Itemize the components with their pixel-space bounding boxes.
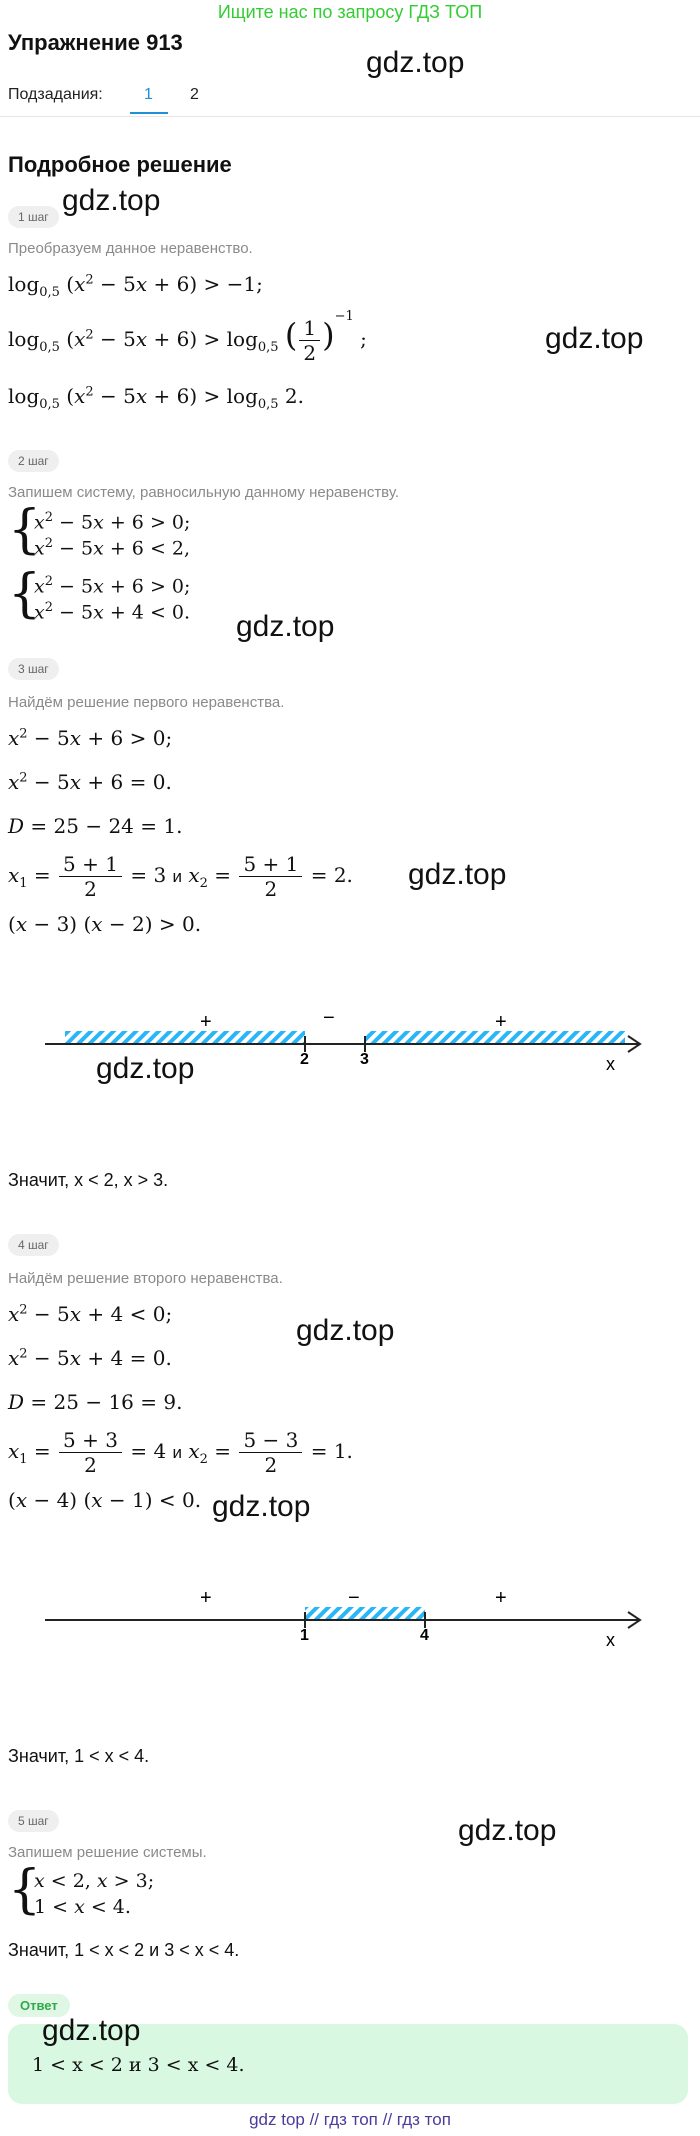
step-badge-3: 3 шаг <box>8 658 59 680</box>
step-4-line-5: (x − 4) (x − 1) < 0. <box>8 1488 202 1512</box>
watermark: gdz.top <box>408 858 507 891</box>
step-2-description: Запишем систему, равносильную данному не… <box>8 484 399 501</box>
step-badge-1: 1 шаг <box>8 206 59 228</box>
step-4-line-3: D = 25 − 16 = 9. <box>8 1390 183 1414</box>
watermark: gdz.top <box>42 2014 141 2047</box>
step-4-conclusion: Значит, 1 < x < 4. <box>8 1746 150 1766</box>
footer-links[interactable]: gdz top // гдз топ // гдз топ <box>249 2110 451 2129</box>
axis-label: x <box>606 1630 615 1650</box>
step-3-line-3: D = 25 − 24 = 1. <box>8 814 183 838</box>
step-badge-4: 4 шаг <box>8 1234 59 1256</box>
point-label: 1 <box>300 1627 309 1644</box>
active-tab-underline <box>130 112 168 114</box>
step-3-conclusion: Значит, x < 2, x > 3. <box>8 1170 169 1190</box>
watermark: gdz.top <box>296 1314 395 1347</box>
step-4-description: Найдём решение второго неравенства. <box>8 1270 283 1287</box>
sign-label: + <box>495 1011 507 1033</box>
sign-label: + <box>200 1587 212 1609</box>
watermark: gdz.top <box>212 1490 311 1523</box>
step-1-line-1: log0,5 (x2 − 5x + 6) > −1; <box>8 272 263 300</box>
step-badge-5: 5 шаг <box>8 1810 59 1832</box>
step-5-description: Запишем решение системы. <box>8 1844 207 1861</box>
step-1-description: Преобразуем данное неравенство. <box>8 240 253 257</box>
answer-text: 1 < x < 2 и 3 < x < 4. <box>32 2054 245 2076</box>
system-3-line-2: 1 < x < 4. <box>34 1896 131 1918</box>
watermark: gdz.top <box>545 322 644 355</box>
answer-badge: Ответ <box>8 1994 70 2017</box>
point-label: 4 <box>420 1627 429 1644</box>
system-2-line-2: x2 − 5x + 4 < 0. <box>34 600 191 624</box>
step-3-line-5: (x − 3) (x − 2) > 0. <box>8 912 202 936</box>
system-brace: { <box>8 500 42 560</box>
number-line-2: 1 4 + − + x <box>45 1587 642 1650</box>
step-3-description: Найдём решение первого неравенства. <box>8 694 285 711</box>
step-badge-2: 2 шаг <box>8 450 59 472</box>
watermark: gdz.top <box>62 184 161 217</box>
number-line-1: 2 3 + − + x <box>45 1007 642 1074</box>
point-label: 3 <box>360 1051 369 1068</box>
axis-label: x <box>606 1054 615 1074</box>
system-3-line-1: x < 2, x > 3; <box>34 1870 155 1892</box>
hatched-interval <box>365 1031 625 1043</box>
top-banner[interactable]: Ищите нас по запросу ГДЗ ТОП <box>217 2 483 22</box>
subtasks-label: Подзадания: <box>8 86 103 103</box>
point-label: 2 <box>300 1051 309 1068</box>
section-title: Подробное решение <box>8 152 232 177</box>
watermark: gdz.top <box>96 1052 195 1085</box>
tab-subtask-2[interactable]: 2 <box>190 86 199 103</box>
watermark: gdz.top <box>366 46 465 79</box>
sign-label: + <box>200 1011 212 1033</box>
step-4-line-1: x2 − 5x + 4 < 0; <box>8 1302 173 1326</box>
sign-label: + <box>495 1587 507 1609</box>
step-5-conclusion: Значит, 1 < x < 2 и 3 < x < 4. <box>8 1940 240 1960</box>
step-3-line-1: x2 − 5x + 6 > 0; <box>8 726 173 750</box>
watermark: gdz.top <box>458 1814 557 1847</box>
system-1-line-2: x2 − 5x + 6 < 2, <box>34 536 191 560</box>
system-brace: { <box>8 564 42 624</box>
axis-arrow <box>627 1611 642 1629</box>
system-2-line-1: x2 − 5x + 6 > 0; <box>34 574 191 598</box>
hatched-interval <box>305 1607 425 1619</box>
header-divider <box>0 116 700 117</box>
system-1-line-1: x2 − 5x + 6 > 0; <box>34 510 191 534</box>
system-brace: { <box>8 1860 42 1920</box>
watermark: gdz.top <box>236 610 335 643</box>
step-4-line-2: x2 − 5x + 4 = 0. <box>8 1346 172 1370</box>
hatched-interval <box>65 1031 305 1043</box>
step-1-line-3: log0,5 (x2 − 5x + 6) > log0,5 2. <box>8 384 305 412</box>
axis-arrow <box>627 1035 642 1053</box>
answer-box <box>8 2024 688 2104</box>
tab-subtask-1[interactable]: 1 <box>144 86 153 103</box>
step-3-line-2: x2 − 5x + 6 = 0. <box>8 770 172 794</box>
page-title: Упражнение 913 <box>8 30 183 55</box>
sign-label: − <box>348 1587 360 1609</box>
sign-label: − <box>323 1007 335 1029</box>
